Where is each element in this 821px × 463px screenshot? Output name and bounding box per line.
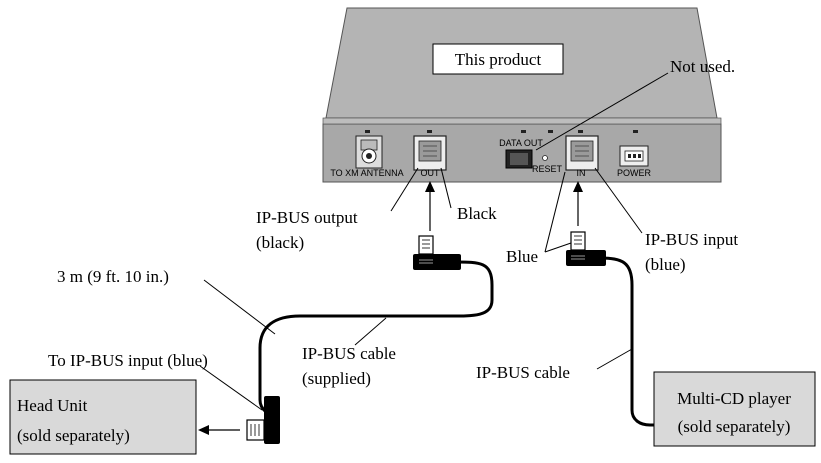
reset-button[interactable] xyxy=(542,155,548,161)
arrowhead xyxy=(425,181,435,192)
ipbus-cable-multicd xyxy=(566,231,654,427)
label-blue: Blue xyxy=(506,247,538,266)
indicator-led xyxy=(633,130,638,133)
data-out-port xyxy=(505,149,533,169)
indicator-led xyxy=(365,130,370,133)
antenna-jack xyxy=(355,135,383,169)
arrowhead xyxy=(573,181,583,192)
label-to-ipbus-input: To IP-BUS input (blue) xyxy=(48,351,208,370)
port-label-out: OUT xyxy=(421,168,441,178)
ipbus-out-port xyxy=(413,135,447,171)
product-edge xyxy=(322,117,722,125)
label-ipbus-input-1: IP-BUS input xyxy=(645,230,738,249)
product-name: This product xyxy=(455,50,542,69)
port-label-antenna: TO XM ANTENNA xyxy=(330,168,403,178)
port-label-data-out: DATA OUT xyxy=(499,138,543,148)
leader-line-cable-supplied xyxy=(354,317,387,346)
label-cable: IP-BUS cable xyxy=(476,363,570,382)
leader-line-cable xyxy=(596,348,633,370)
label-black: Black xyxy=(457,204,497,223)
leader-line-length xyxy=(203,279,276,335)
head-unit-line1: Head Unit xyxy=(17,396,88,415)
ipbus-cable-supplied xyxy=(246,235,494,444)
product-unit: This product TO XM ANTENNA OUT DATA OUT xyxy=(322,7,722,183)
multi-cd-line2: (sold separately) xyxy=(678,417,791,436)
leader-line-blue xyxy=(544,242,572,253)
label-cable-supplied-2: (supplied) xyxy=(302,369,371,388)
leader-line-blue xyxy=(544,171,566,253)
head-unit-line2: (sold separately) xyxy=(17,426,130,445)
indicator-led xyxy=(548,130,553,133)
port-label-power: POWER xyxy=(617,168,652,178)
indicator-led xyxy=(578,130,583,133)
multi-cd-line1: Multi-CD player xyxy=(677,389,791,408)
port-label-in: IN xyxy=(577,168,586,178)
product-label-box xyxy=(432,43,564,75)
label-ipbus-input-2: (blue) xyxy=(645,255,686,274)
label-ipbus-output-2: (black) xyxy=(256,233,304,252)
ipbus-in-port xyxy=(565,135,599,171)
multi-cd-box xyxy=(653,371,816,447)
label-ipbus-output-1: IP-BUS output xyxy=(256,208,358,227)
label-cable-supplied-1: IP-BUS cable xyxy=(302,344,396,363)
leader-line-not-used xyxy=(535,72,669,151)
label-length: 3 m (9 ft. 10 in.) xyxy=(57,267,169,286)
port-label-reset: RESET xyxy=(532,164,563,174)
indicator-led xyxy=(427,130,432,133)
indicator-led xyxy=(521,130,526,133)
power-port xyxy=(619,145,649,167)
leader-line-to-input xyxy=(199,365,263,411)
leader-line-black xyxy=(440,167,452,209)
leader-line-input xyxy=(594,167,643,234)
label-not-used: Not used. xyxy=(670,57,735,76)
head-unit-box xyxy=(9,379,197,455)
arrowhead xyxy=(198,425,209,435)
leader-line-output xyxy=(390,167,419,212)
